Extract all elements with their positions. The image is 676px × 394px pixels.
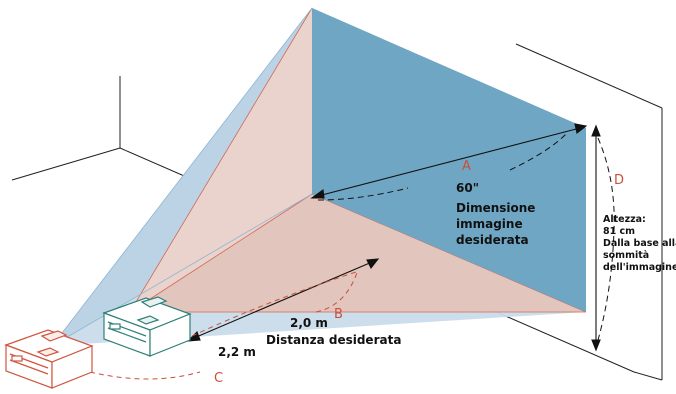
label-c: C bbox=[214, 371, 223, 386]
height-dashed-arc bbox=[597, 137, 615, 341]
right-wall-top bbox=[515, 43, 663, 109]
diagonal-arrow bbox=[310, 123, 588, 199]
distance-dashed-arc-far bbox=[315, 269, 359, 313]
right-wall-bottom bbox=[633, 371, 663, 381]
image-size-caption-line3: desiderata bbox=[456, 233, 529, 247]
height-caption-line5: dell'immagine bbox=[603, 262, 676, 273]
image-size-caption-line1: Dimensione bbox=[456, 201, 535, 215]
projector-far bbox=[4, 329, 94, 389]
far-distance-value: 2,2 m bbox=[218, 345, 256, 359]
far-distance-dashed-arc bbox=[89, 371, 201, 380]
image-size-caption-line2: immagine bbox=[456, 217, 523, 231]
distance-caption: Distanza desiderata bbox=[266, 333, 401, 347]
height-arrow bbox=[591, 124, 601, 352]
image-size-value: 60" bbox=[456, 181, 479, 195]
label-b: B bbox=[334, 307, 343, 322]
distance-arrow bbox=[186, 258, 380, 342]
projector-near bbox=[102, 296, 192, 357]
near-distance-value: 2,0 m bbox=[290, 316, 328, 330]
height-caption-line3: Dalla base alla bbox=[603, 238, 676, 249]
far-beam-edges bbox=[51, 7, 313, 347]
height-caption-line4: sommità bbox=[603, 250, 649, 261]
height-caption-line1: Altezza: bbox=[603, 214, 646, 225]
label-a: A bbox=[462, 159, 471, 174]
height-caption-line2: 81 cm bbox=[603, 226, 635, 237]
projection-screen bbox=[312, 8, 586, 312]
floor-left-edge bbox=[11, 147, 121, 181]
distance-dashed-arc-near bbox=[191, 271, 357, 337]
diagonal-dashed-arc-right bbox=[509, 133, 567, 171]
label-d: D bbox=[614, 173, 624, 188]
diagonal-dashed-arc-left bbox=[317, 187, 409, 201]
